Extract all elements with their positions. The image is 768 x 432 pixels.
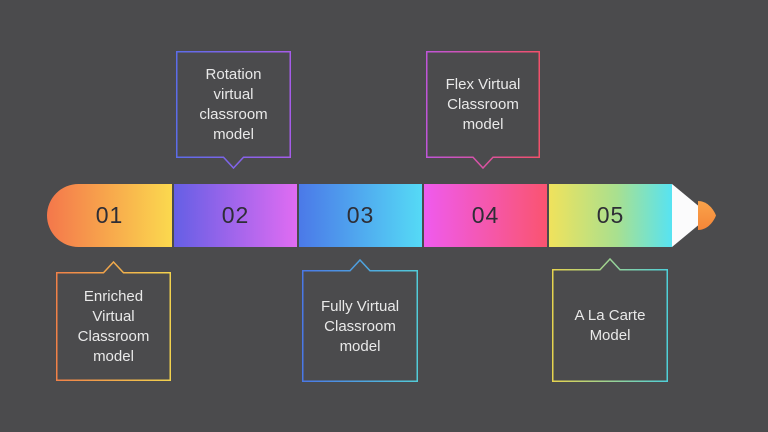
segment-number: 04 [471,202,500,228]
pencil-wood [672,184,710,247]
callout-fully-virtual-model: Fully Virtual Classroom model [302,259,418,382]
callout-frame [552,258,668,382]
timeline-segment-01: 01 [47,184,172,247]
callout-enriched-model: Enriched Virtual Classroom model [56,261,171,381]
callout-frame [176,51,291,170]
callout-label: Flex Virtual Classroom model [445,75,521,133]
pencil-lead [698,201,716,230]
pencil-tip-icon [672,184,716,247]
timeline-segment-03: 03 [299,184,422,247]
callout-frame [426,51,540,170]
callout-label: Enriched Virtual Classroom model [77,288,150,365]
callout-frame [302,259,418,382]
segment-number: 02 [221,202,250,228]
segment-number: 03 [346,202,375,228]
timeline-segment-02: 02 [174,184,297,247]
segment-number: 01 [95,202,124,228]
callout-frame [56,261,171,381]
timeline-segment-04: 04 [424,184,547,247]
callout-flex-model: Flex Virtual Classroom model [426,51,540,170]
callout-rotation-model: Rotation virtual classroom model [176,51,291,170]
callout-label: A La Carte Model [574,307,646,344]
callout-label: Rotation virtual classroom model [199,65,268,143]
callout-a-la-carte-model: A La Carte Model [552,258,668,382]
timeline-segment-05: 05 [549,184,672,247]
callout-label: Fully Virtual Classroom model [320,297,400,355]
segment-number: 05 [596,202,625,228]
